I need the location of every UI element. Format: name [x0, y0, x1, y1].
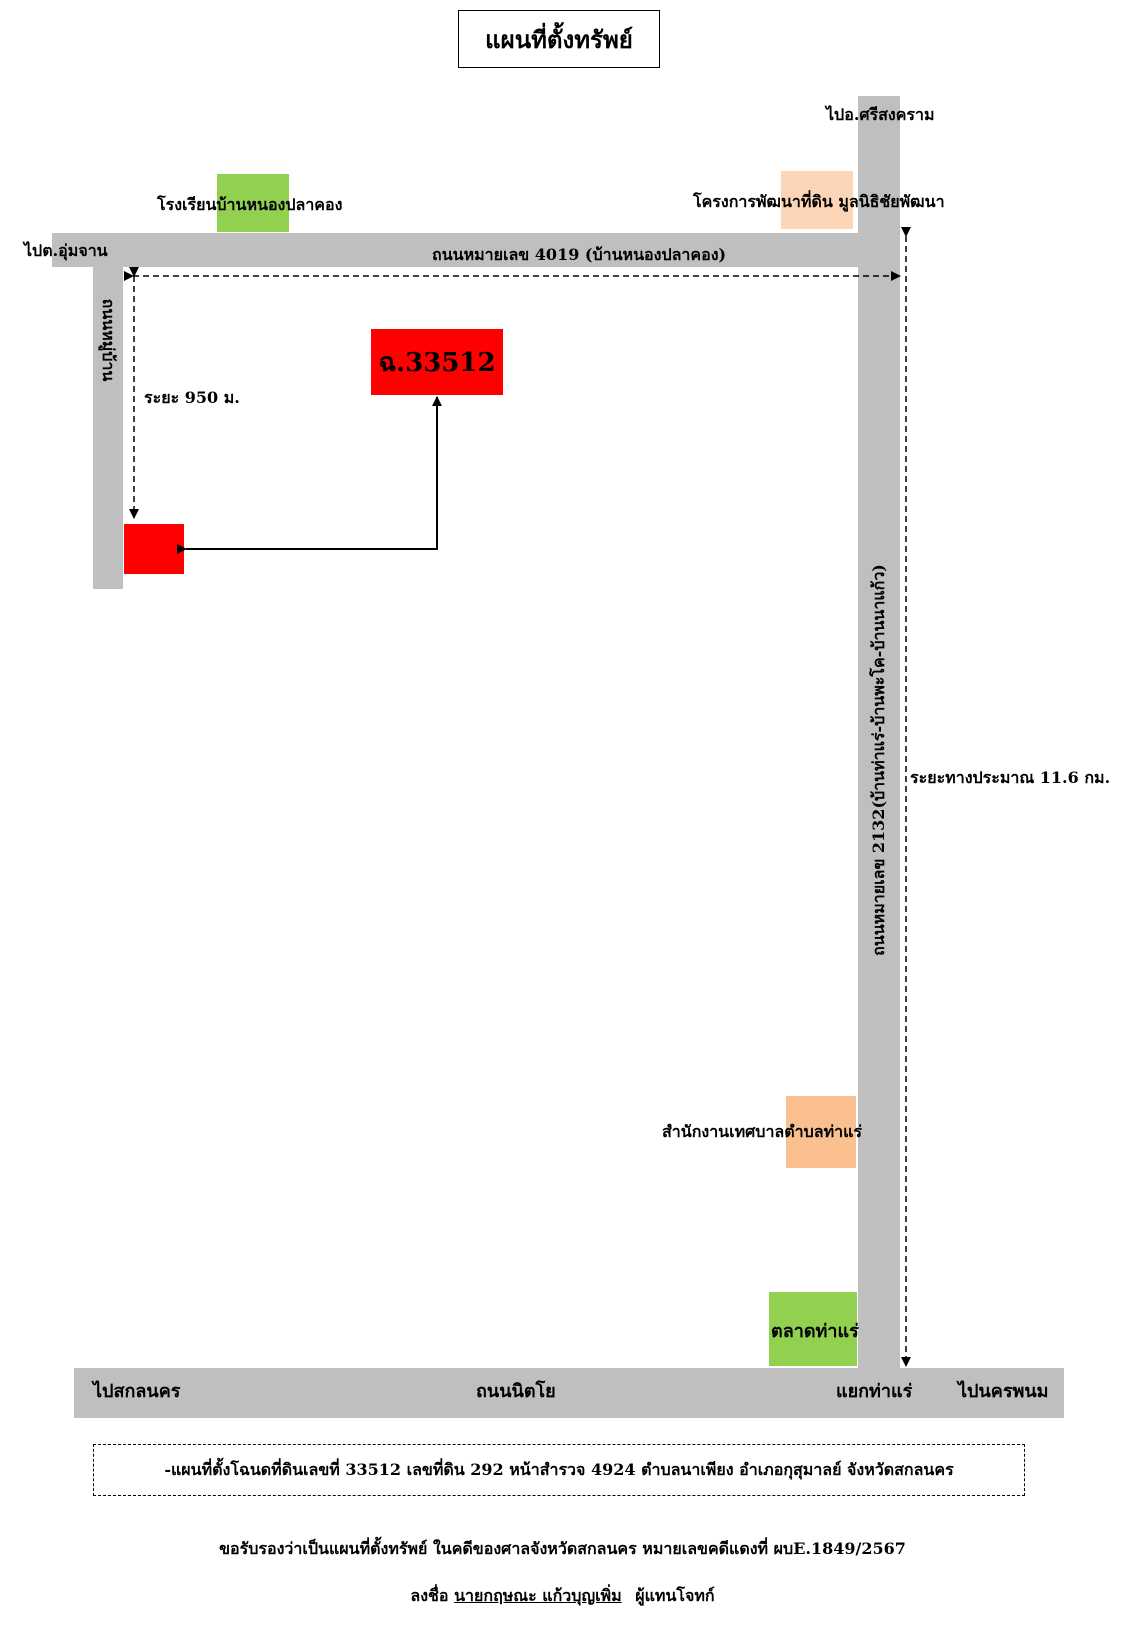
label-nittayo-road: ถนนนิตโย	[476, 1381, 556, 1402]
label-tha-rae-junction: แยกท่าแร่	[836, 1381, 913, 1402]
certification-text: ขอรับรองว่าเป็นแผนที่ตั้งทรัพย์ ในคดีของ…	[0, 1537, 1125, 1562]
description-box: -แผนที่ตั้งโฉนดที่ดินเลขที่ 33512 เลขที่…	[93, 1444, 1025, 1496]
label-to-sakon: ไปสกลนคร	[93, 1381, 181, 1402]
road-2132	[858, 96, 900, 1373]
signature-line: ลงชื่อ นายกฤษณะ แก้วบุญเพิ่ม ผู้แทนโจทก์	[0, 1584, 1125, 1609]
page-title-text: แผนที่ตั้งทรัพย์	[485, 24, 633, 54]
signature-role: ผู้แทนโจทก์	[635, 1586, 715, 1605]
road-4019	[52, 233, 900, 267]
label-to-um-chan: ไปต.อุ่มจาน	[24, 241, 108, 260]
label-road-2132: ถนนหมายเลข 2132(บ้านท่าแร่-บ้านพะโค-บ้าน…	[869, 564, 888, 956]
property-marker	[124, 524, 184, 574]
deed-label: ฉ.33512	[378, 347, 496, 378]
label-road-4019: ถนนหมายเลข 4019 (บ้านหนองปลาคอง)	[432, 245, 727, 264]
label-to-nakhon-phanom: ไปนครพนม	[958, 1381, 1049, 1402]
signature-prefix: ลงชื่อ	[410, 1586, 449, 1605]
signature-name: นายกฤษณะ แก้วบุญเพิ่ม	[454, 1586, 622, 1605]
nittayo-road	[74, 1368, 1064, 1418]
market-box	[769, 1292, 857, 1366]
label-distance-11-6: ระยะทางประมาณ 11.6 กม.	[910, 768, 1111, 787]
label-market: ตลาดท่าแร่	[771, 1321, 859, 1342]
description-text: -แผนที่ตั้งโฉนดที่ดินเลขที่ 33512 เลขที่…	[164, 1459, 954, 1479]
label-distance-950: ระยะ 950 ม.	[144, 388, 240, 407]
label-project: โครงการพัฒนาที่ดิน มูลนิธิชัยพัฒนา	[693, 192, 945, 211]
label-village-road: ถนนหมู่บ้าน	[99, 298, 118, 382]
label-school: โรงเรียนบ้านหนองปลาคอง	[157, 195, 343, 214]
municipality-box	[786, 1096, 856, 1168]
school-box	[217, 174, 289, 232]
label-to-si-songkhram: ไปอ.ศรีสงคราม	[826, 105, 935, 124]
connector-arrow	[177, 396, 442, 554]
village-road	[93, 262, 123, 589]
certification-line: ขอรับรองว่าเป็นแผนที่ตั้งทรัพย์ ในคดีของ…	[219, 1539, 906, 1558]
page-title: แผนที่ตั้งทรัพย์	[458, 10, 660, 68]
label-municipality: สำนักงานเทศบาลตำบลท่าแร่	[662, 1122, 862, 1141]
project-box	[781, 171, 853, 229]
deed-box: ฉ.33512	[371, 329, 503, 395]
